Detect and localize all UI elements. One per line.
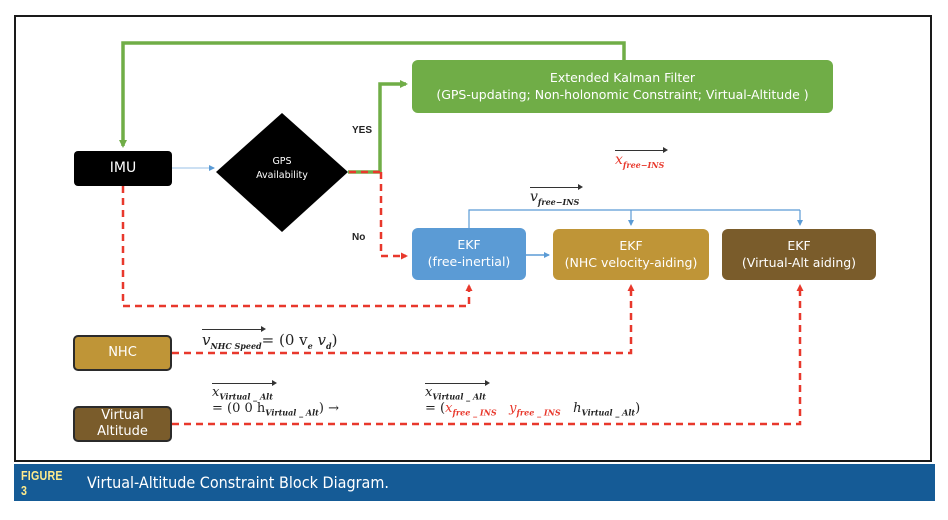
- ekf-virtual-alt-block: EKF (Virtual-Alt aiding): [722, 229, 876, 280]
- ekf-nhc-title: EKF: [619, 237, 643, 253]
- x-va-left-sub: Virtual _ Alt: [219, 391, 273, 402]
- v-free-ins-sub: free−INS: [537, 196, 580, 207]
- x-virtual-alt-equation-right: xVirtual _ Alt = (xfree _ INS yfree _ IN…: [425, 383, 641, 418]
- v-free-ins-base: v: [530, 189, 538, 205]
- ekf-va-title: EKF: [787, 237, 811, 253]
- v-nhc-speed-equation: vNHC Speed= (0 ve vd): [202, 329, 338, 351]
- x-free-ins-base: x: [615, 152, 623, 168]
- no-edge-gps-to-ekf-free: [379, 172, 408, 260]
- ekf-free-inertial-block: EKF (free-inertial): [412, 228, 526, 280]
- ekf-main-title: Extended Kalman Filter: [549, 69, 696, 85]
- v-nhc-rhs: = (0 v: [261, 331, 308, 349]
- x-va-left-base: x: [212, 385, 220, 400]
- x-va-right-h-sub: Virtual _ Alt: [581, 407, 636, 418]
- virtual-altitude-line-1: Virtual: [101, 408, 144, 424]
- x-va-right-y: y: [509, 400, 517, 416]
- edge-imu-to-ekf-free: [121, 186, 473, 308]
- x-va-right-base: x: [425, 385, 433, 400]
- virtual-altitude-line-2: Altitude: [97, 424, 148, 439]
- gps-availability-line-2: Availability: [256, 169, 308, 181]
- x-va-right-x-sub: free _ INS: [452, 407, 497, 418]
- x-va-right-line2-prefix: = (: [425, 400, 446, 416]
- v-nhc-sub-d: d: [325, 341, 332, 351]
- edge-nhc-to-ekf-nhc: [172, 284, 635, 355]
- nhc-block: NHC: [73, 335, 172, 371]
- feedback-edge-ekf-to-imu: [119, 41, 626, 148]
- ekf-free-subtitle: (free-inertial): [427, 254, 511, 269]
- gps-availability-label: GPS Availability: [240, 155, 324, 183]
- gps-availability-diamond: [216, 113, 348, 232]
- no-label: No: [352, 232, 366, 243]
- ekf-main-block: Extended Kalman Filter (GPS-updating; No…: [412, 60, 833, 113]
- ekf-nhc-subtitle: (NHC velocity-aiding): [564, 254, 698, 270]
- gps-availability-line-1: GPS: [272, 156, 292, 167]
- nhc-label: NHC: [108, 345, 137, 361]
- virtual-altitude-block: Virtual Altitude: [73, 406, 172, 442]
- v-free-ins-vector: vfree−INS: [530, 187, 580, 207]
- ekf-free-title: EKF: [457, 237, 481, 253]
- x-virtual-alt-equation-left: xVirtual _ Alt = (0 0 hVirtual _ Alt) →: [212, 383, 339, 418]
- figure-caption: FIGURE 3 Virtual-Altitude Constraint Blo…: [14, 464, 935, 501]
- ekf-va-subtitle: (Virtual-Alt aiding): [741, 254, 857, 270]
- figure-number: FIGURE 3: [21, 467, 63, 498]
- edge-virtual-altitude-to-ekf-va: [172, 284, 804, 426]
- x-va-left-line2-sub: Virtual _ Alt: [265, 407, 319, 418]
- x-va-right-line2-suffix: ): [635, 400, 641, 416]
- v-nhc-end: ): [331, 331, 338, 349]
- v-nhc-sub-e: e: [307, 341, 313, 351]
- imu-block: IMU: [74, 151, 172, 186]
- ekf-nhc-block: EKF (NHC velocity-aiding): [553, 229, 709, 280]
- x-va-left-line2-suffix: ) →: [318, 400, 339, 416]
- x-va-right-h: h: [573, 400, 582, 416]
- v-nhc-mid: v: [312, 331, 326, 349]
- imu-label: IMU: [109, 160, 137, 177]
- x-free-ins-vector: xfree−INS: [615, 150, 665, 170]
- x-va-right-y-sub: free _ INS: [516, 407, 561, 418]
- x-va-right-sub: Virtual _ Alt: [432, 391, 486, 402]
- figure-caption-text: Virtual-Altitude Constraint Block Diagra…: [87, 473, 389, 492]
- v-nhc-sub: NHC Speed: [210, 341, 262, 351]
- v-nhc-base: v: [202, 331, 211, 349]
- yes-label: YES: [352, 125, 373, 136]
- x-va-right-x: x: [445, 400, 453, 416]
- x-va-left-line2-prefix: = (0 0 h: [212, 400, 266, 416]
- ekf-main-subtitle: (GPS-updating; Non-holonomic Constraint;…: [436, 86, 809, 102]
- edge-v-free-ins-bus: [468, 209, 800, 228]
- x-free-ins-sub: free−INS: [622, 159, 665, 170]
